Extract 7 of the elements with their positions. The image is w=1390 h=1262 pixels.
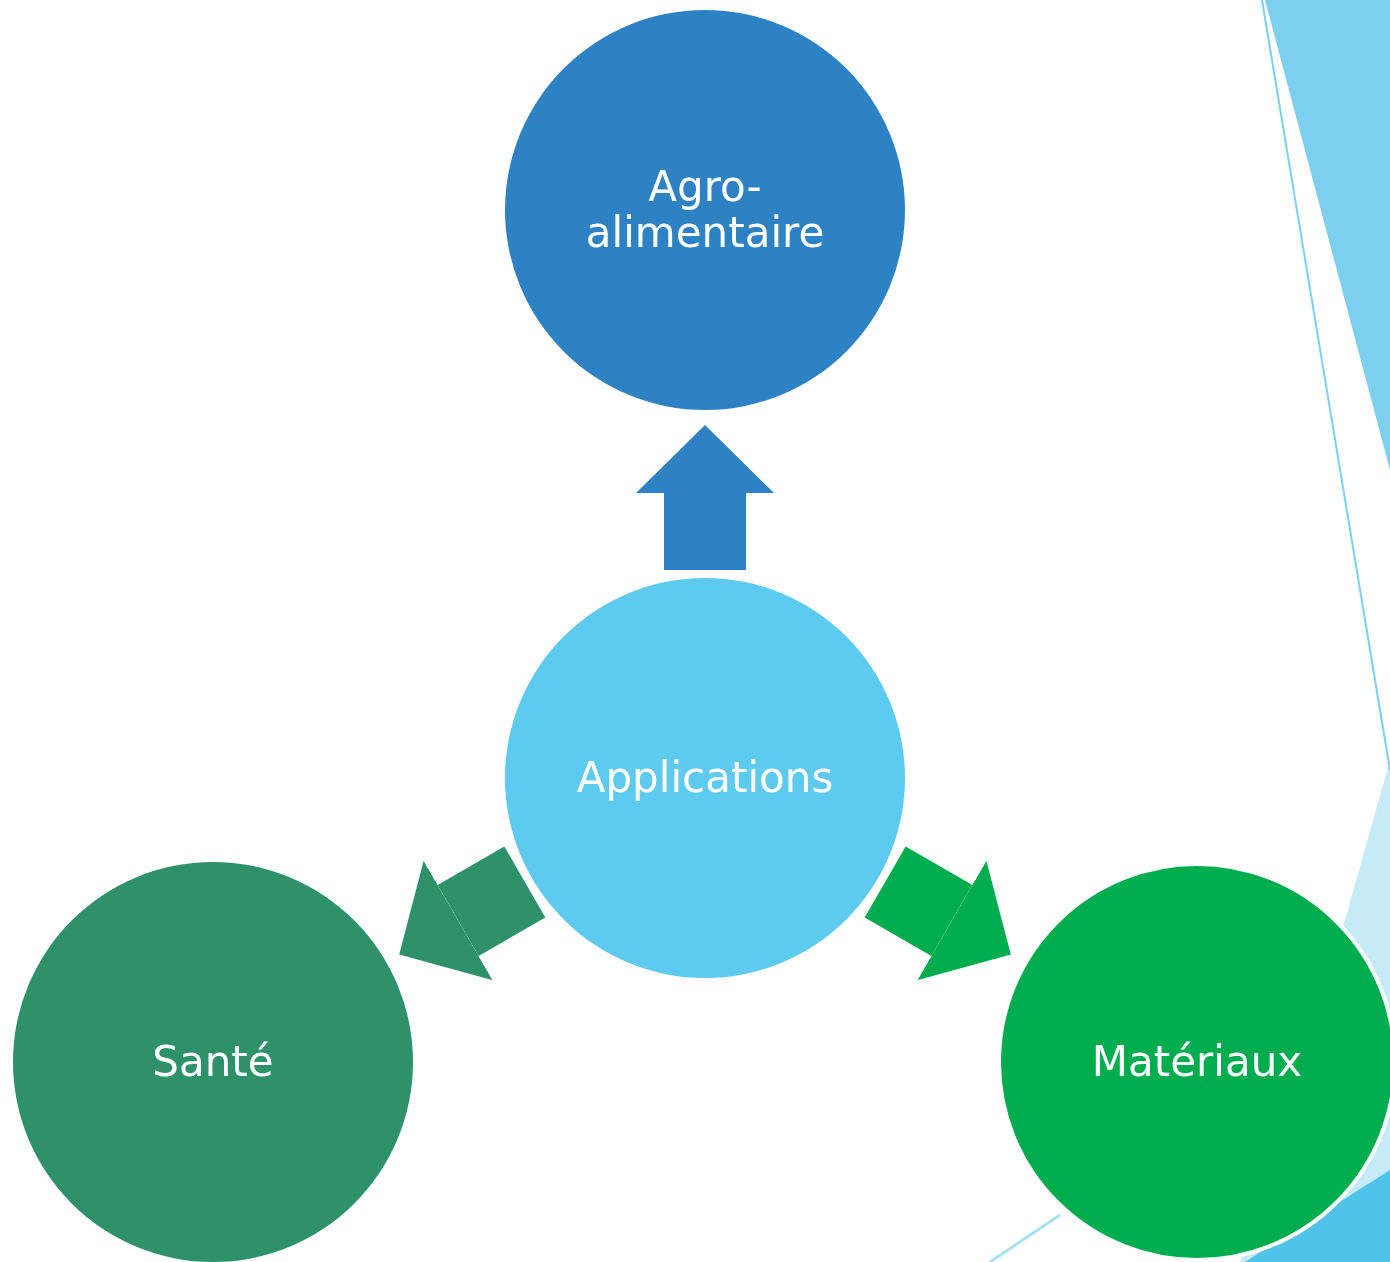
node-label: Agro- alimentaire <box>584 163 826 257</box>
block-arrow <box>636 425 774 570</box>
block-arrow <box>399 846 546 981</box>
block-arrow <box>864 846 1011 981</box>
node-label: Applications <box>576 754 834 802</box>
node-label: Matériaux <box>1091 1038 1303 1086</box>
node-label: Santé <box>152 1038 274 1086</box>
